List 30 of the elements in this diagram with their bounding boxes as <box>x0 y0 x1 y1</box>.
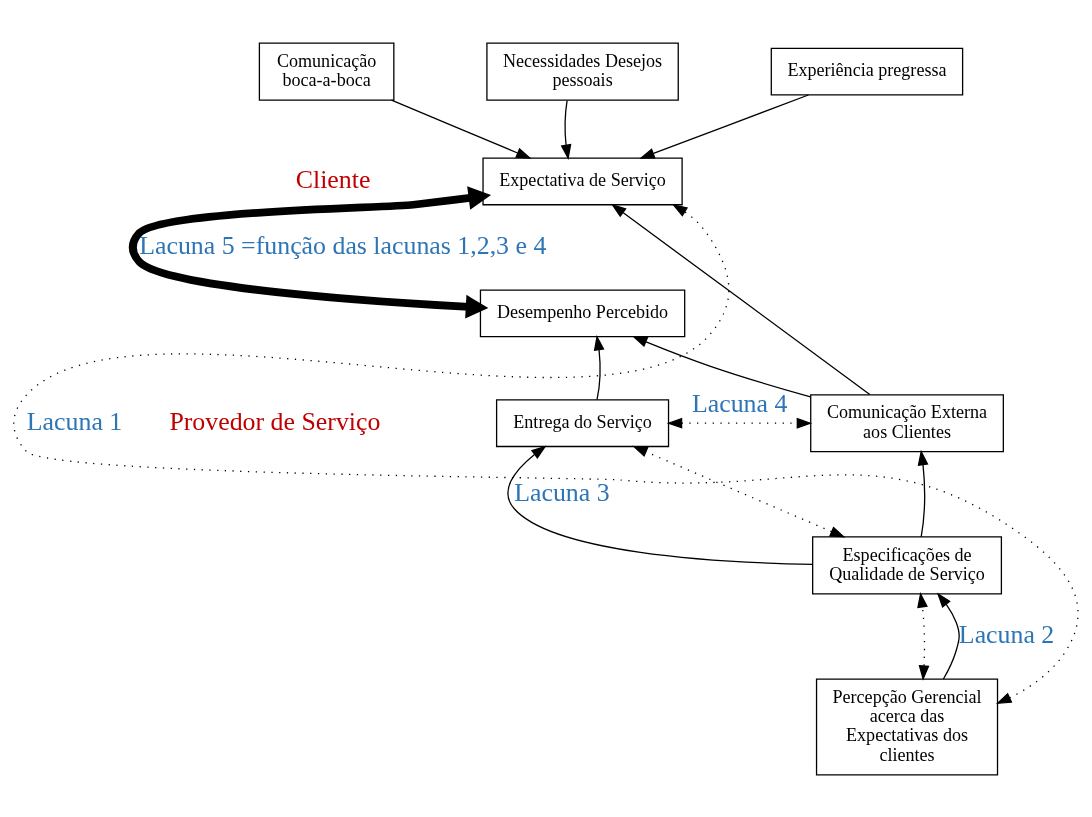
node-box: Desempenho Percebido <box>479 288 686 337</box>
arrow <box>936 591 960 680</box>
arrow <box>917 449 929 538</box>
node-box: Especificações de Qualidade de Serviço <box>812 535 1003 594</box>
arrow <box>666 417 813 429</box>
edge-label: Lacuna 1 <box>26 406 123 436</box>
node-box: Comunicação boca-a-boca <box>258 42 395 101</box>
arrow <box>639 93 810 159</box>
label: Provedor de Serviço <box>169 406 381 436</box>
label: Cliente <box>295 164 371 194</box>
arrow <box>390 98 532 159</box>
node-box: Percepção Gerencial acerca das Expectativas dos clientes <box>815 678 999 775</box>
node-box: Comunicação Externa aos Clientes <box>810 393 1004 452</box>
arrow <box>631 335 812 397</box>
node-box: Entrega do Serviço <box>495 398 670 447</box>
arrow <box>13 203 1079 704</box>
node-box: Necessidades Desejos pessoais <box>486 42 679 101</box>
edge-label: Lacuna 4 <box>691 388 788 418</box>
edge-label: Lacuna 2 <box>958 619 1055 649</box>
node-box: Expectativa de Serviço <box>482 157 683 205</box>
edge-label: Lacuna 5 =função das lacunas 1,2,3 e 4 <box>139 230 547 260</box>
arrow <box>632 445 846 538</box>
arrow <box>560 99 572 160</box>
arrow <box>593 334 605 400</box>
arrow <box>129 185 492 319</box>
node-box: Experiência pregressa <box>770 47 964 96</box>
edge-label: Lacuna 3 <box>514 477 610 507</box>
arrow <box>507 444 814 565</box>
arrow <box>917 591 930 681</box>
arrow <box>610 203 871 395</box>
